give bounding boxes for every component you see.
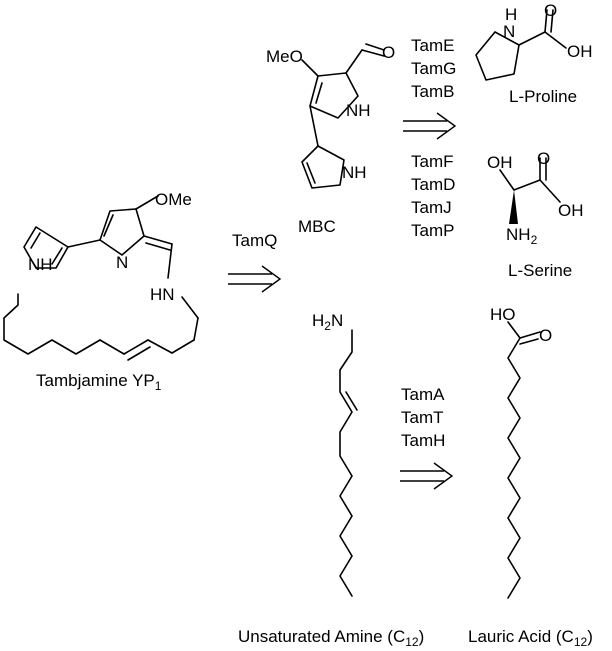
proline-oh-label: OH [567, 42, 593, 61]
serine-name: L-Serine [508, 261, 572, 280]
mbc-nh-top-label: NH [346, 101, 371, 120]
tambjamine-ome-label: OMe [155, 190, 192, 209]
proline-structure: H N O OH [475, 1, 593, 81]
enzyme-label-tamf: TamF [411, 152, 454, 171]
lauric-o-label: O [539, 326, 552, 345]
enzyme-label-tamd: TamD [411, 175, 455, 194]
amine-structure: H2N [312, 311, 358, 597]
tambjamine-nh-label: NH [28, 255, 53, 274]
enzyme-label-tamg: TamG [411, 59, 456, 78]
enzyme-label-tamp: TamP [411, 221, 454, 240]
enzyme-label-tamj: TamJ [411, 198, 452, 217]
lauric-ho-label: HO [490, 305, 516, 324]
serine-oh-right-label: OH [558, 201, 584, 220]
mbc-nh-bottom-label: NH [342, 163, 367, 182]
retro-arrow-proline-serine [403, 112, 457, 140]
enzyme-label-tamt: TamT [401, 408, 444, 427]
serine-structure: OH O OH NH2 [487, 149, 584, 247]
enzyme-label-tamq: TamQ [232, 231, 277, 250]
amine-h2n-label: H2N [312, 311, 343, 333]
tambjamine-n-label: N [116, 253, 128, 272]
proline-h-label: H [505, 5, 517, 24]
enzyme-label-tamh: TamH [401, 431, 445, 450]
retro-arrow-fatty [400, 462, 454, 490]
proline-o-label: O [544, 1, 557, 20]
tambjamine-structure: NH N OMe HN [3, 190, 199, 361]
serine-o-label: O [537, 149, 550, 168]
mbc-structure: MeO O NH NH [266, 43, 395, 189]
amine-name: Unsaturated Amine (C12) [238, 627, 424, 649]
proline-name: L-Proline [509, 87, 577, 106]
enzyme-label-tamb: TamB [411, 82, 454, 101]
serine-oh-left-label: OH [487, 153, 513, 172]
proline-n-label: N [503, 22, 515, 41]
mbc-meo-label: MeO [266, 47, 303, 66]
tambjamine-hn-label: HN [150, 285, 175, 304]
enzyme-label-tame: TamE [411, 36, 454, 55]
serine-nh2-label: NH2 [506, 225, 538, 247]
tambjamine-name: Tambjamine YP1 [36, 371, 162, 393]
lauric-name: Lauric Acid (C12) [468, 627, 593, 649]
enzyme-label-tama: TamA [401, 385, 445, 404]
mbc-name: MBC [298, 217, 336, 236]
lauric-structure: HO O [490, 305, 552, 599]
mbc-o-label: O [382, 43, 395, 62]
retro-arrow-tamq [228, 265, 282, 293]
